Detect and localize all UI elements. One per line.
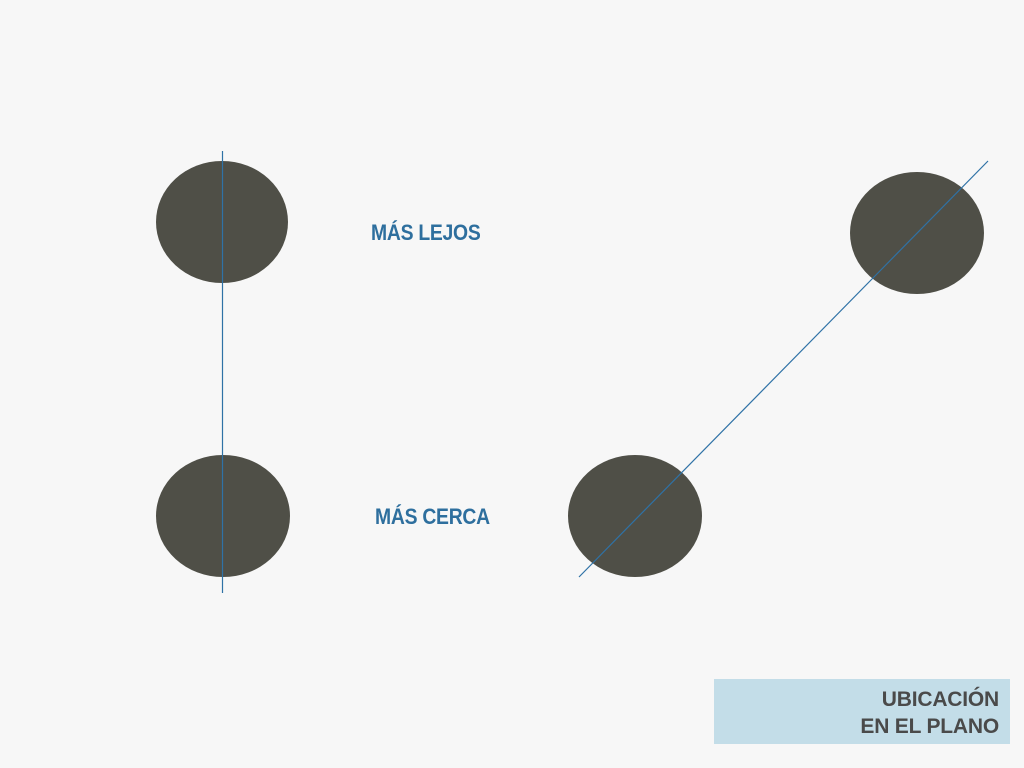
title-line-1: UBICACIÓN bbox=[881, 688, 999, 711]
title-line-2: EN EL PLANO bbox=[860, 715, 999, 738]
label-mas-cerca: MÁS CERCA bbox=[375, 504, 490, 529]
label-mas-lejos: MÁS LEJOS bbox=[371, 220, 481, 245]
disc-bottom-right bbox=[568, 455, 702, 577]
diagonal-axis-line bbox=[578, 160, 989, 578]
title-box: UBICACIÓN EN EL PLANO bbox=[714, 679, 1010, 744]
